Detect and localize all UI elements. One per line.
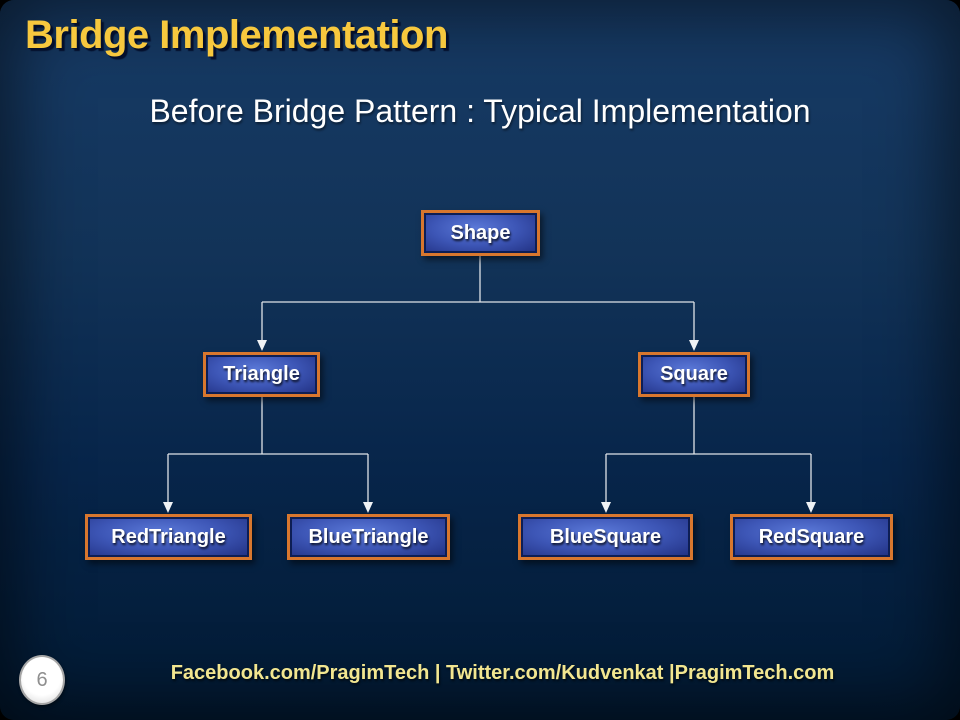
slide-title: Bridge Implementation bbox=[25, 13, 448, 57]
node-blue-triangle: BlueTriangle bbox=[287, 514, 450, 560]
node-blue-square-label: BlueSquare bbox=[549, 525, 662, 548]
node-shape-label: Shape bbox=[450, 221, 511, 244]
node-red-square: RedSquare bbox=[730, 514, 893, 560]
node-red-square-label: RedSquare bbox=[758, 525, 865, 548]
footer-links: Facebook.com/PragimTech | Twitter.com/Ku… bbox=[170, 662, 835, 684]
node-blue-square: BlueSquare bbox=[518, 514, 693, 560]
node-red-triangle-label: RedTriangle bbox=[111, 525, 226, 548]
page-number: 6 bbox=[36, 668, 48, 691]
node-square-label: Square bbox=[660, 363, 728, 385]
node-triangle-label: Triangle bbox=[223, 363, 300, 385]
node-shape: Shape bbox=[421, 210, 540, 256]
node-triangle: Triangle bbox=[203, 352, 320, 397]
slide-subtitle: Before Bridge Pattern : Typical Implemen… bbox=[149, 93, 811, 129]
node-square: Square bbox=[638, 352, 750, 397]
node-red-triangle: RedTriangle bbox=[85, 514, 252, 560]
page-number-badge: 6 bbox=[19, 655, 65, 705]
node-blue-triangle-label: BlueTriangle bbox=[308, 525, 429, 548]
